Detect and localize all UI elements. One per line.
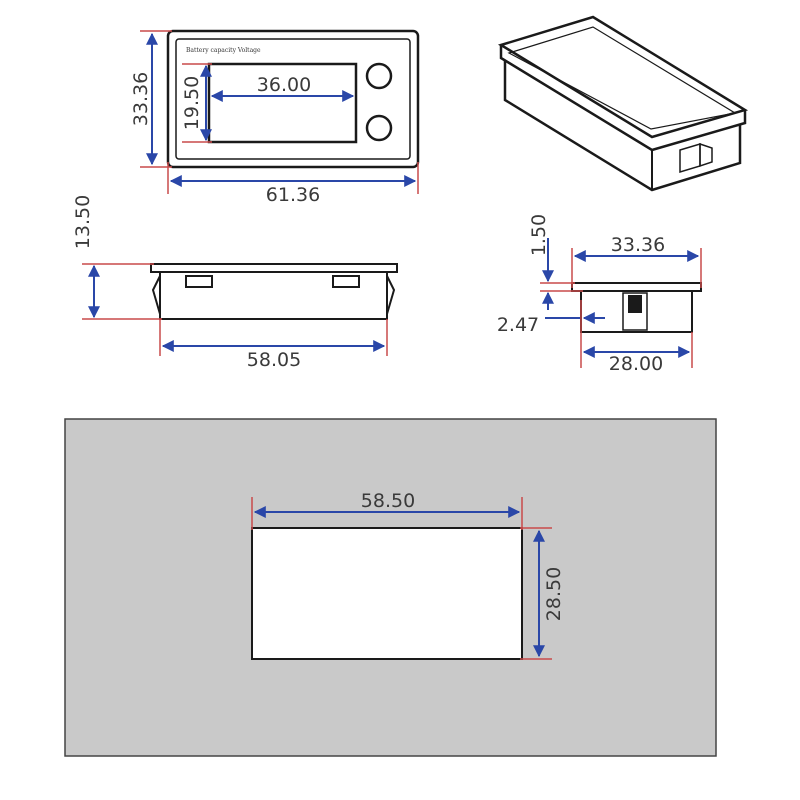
label-end-offset: 2.47: [497, 314, 539, 336]
panel-cutout-view: 58.50 28.50: [64, 418, 717, 757]
end-view: 33.36 1.50 2.47 28.00: [497, 214, 702, 375]
side-clip-right: [386, 275, 396, 315]
cutout-hole: [251, 527, 523, 660]
label-side-depth: 13.50: [72, 195, 94, 249]
label-end-height: 33.36: [611, 234, 665, 256]
side-body: [159, 271, 388, 320]
button-bottom: [365, 114, 393, 142]
end-connector: [622, 292, 648, 331]
front-view: Battery capacity Voltage 33.36 19.50 36.…: [130, 29, 420, 206]
label-end-lip: 1.50: [528, 214, 550, 256]
label-screen-height: 19.50: [181, 76, 203, 130]
label-cutout-height: 28.50: [543, 567, 565, 621]
label-end-width: 28.00: [609, 353, 663, 375]
iso-body: [503, 60, 742, 192]
side-slot-left: [185, 275, 213, 288]
front-bezel: [166, 29, 420, 169]
iso-connector: [679, 142, 701, 174]
button-top: [365, 62, 393, 90]
label-screen-width: 36.00: [257, 74, 311, 96]
label-side-width: 58.05: [247, 349, 301, 371]
front-inner-bezel: [175, 38, 411, 160]
end-connector-pin: [628, 295, 642, 313]
side-bezel: [150, 263, 398, 273]
device-caption: Battery capacity Voltage: [186, 47, 261, 54]
end-bezel: [571, 282, 702, 292]
label-cutout-width: 58.50: [361, 490, 415, 512]
label-front-width: 61.36: [266, 184, 320, 206]
iso-connector-side: [699, 142, 713, 168]
side-view: 13.50 58.05: [72, 195, 398, 371]
label-front-height: 33.36: [130, 72, 152, 126]
isometric-view: [497, 15, 749, 192]
side-slot-right: [332, 275, 360, 288]
iso-top-inner: [507, 26, 737, 130]
side-clip-left: [151, 275, 161, 315]
